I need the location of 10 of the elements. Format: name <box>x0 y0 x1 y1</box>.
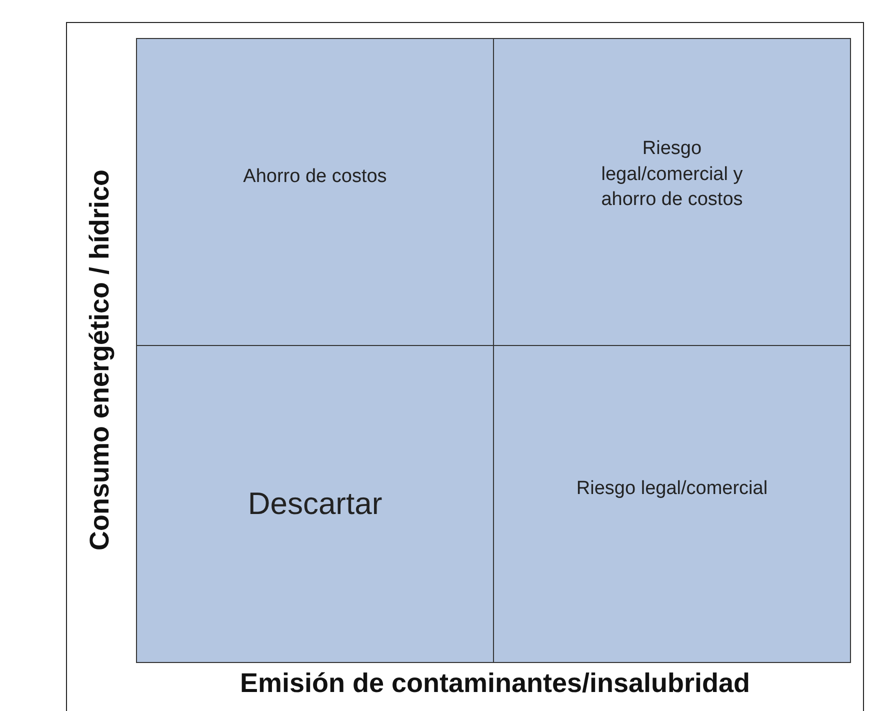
quadrant-label: Ahorro de costos <box>243 165 387 189</box>
quadrant-cell <box>493 345 851 663</box>
quadrant-cell <box>493 38 851 346</box>
x-axis-title: Emisión de contaminantes/insalubridad <box>240 668 750 699</box>
quadrant-label: Riesgo legal/comercial <box>576 477 768 502</box>
y-axis-title: Consumo energético / hídrico <box>84 169 116 551</box>
quadrant-label: Riesgo legal/comercial y ahorro de costos <box>600 137 744 212</box>
quadrant-cell <box>136 345 494 663</box>
quadrant-label: Descartar <box>248 485 382 524</box>
quadrant-cell <box>136 38 494 346</box>
